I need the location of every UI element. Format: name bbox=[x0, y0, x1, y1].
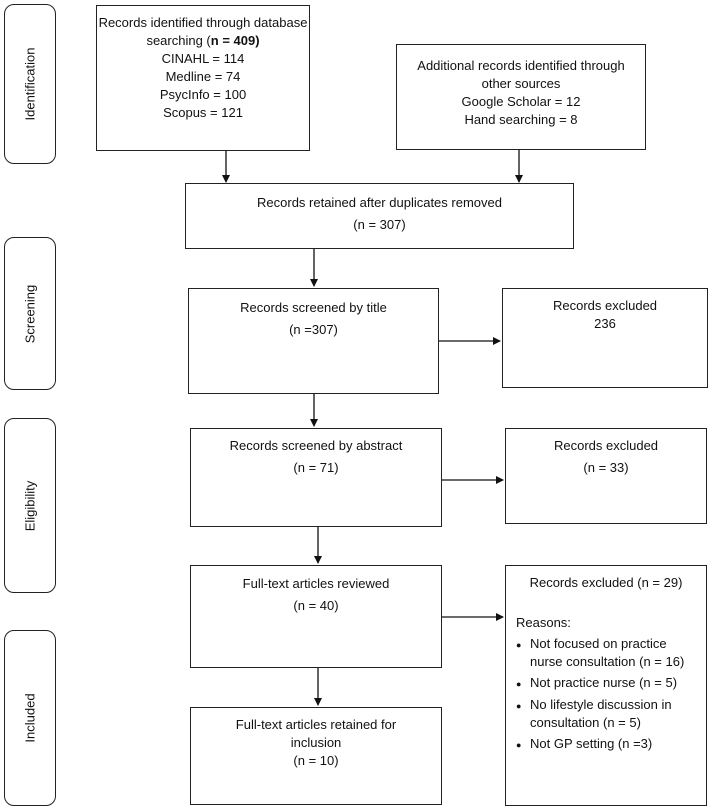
box-other-sources: Additional records identified through ot… bbox=[396, 44, 646, 150]
excluded-fulltext-label: Records excluded (n = 29) bbox=[529, 575, 683, 590]
box-screened-abstract: Records screened by abstract (n = 71) bbox=[190, 428, 442, 527]
excluded-title-label: Records excluded bbox=[552, 298, 658, 313]
screened-title-count: (n =307) bbox=[289, 322, 338, 337]
reason-item: Not GP setting (n =3) bbox=[516, 735, 706, 754]
screened-abstract-label: Records screened by abstract bbox=[229, 438, 403, 453]
source-hand-searching: Hand searching = 8 bbox=[464, 112, 578, 127]
excluded-abstract-label: Records excluded bbox=[553, 438, 659, 453]
source-psycinfo: PsycInfo = 100 bbox=[159, 87, 247, 102]
stage-identification: Identification bbox=[4, 4, 56, 164]
bullet-icon bbox=[516, 635, 530, 671]
other-sources-line2: other sources bbox=[481, 76, 561, 91]
fulltext-reviewed-count: (n = 40) bbox=[293, 598, 339, 613]
duplicates-title: Records retained after duplicates remove… bbox=[257, 195, 502, 210]
bullet-icon bbox=[516, 696, 530, 732]
database-records-line1: Records identified through database bbox=[98, 15, 308, 30]
bullet-icon bbox=[516, 735, 530, 754]
box-duplicates-removed: Records retained after duplicates remove… bbox=[185, 183, 574, 249]
box-database-records: Records identified through database sear… bbox=[96, 5, 310, 151]
box-excluded-fulltext: Records excluded (n = 29) Reasons: Not f… bbox=[505, 565, 707, 806]
reason-item: Not practice nurse (n = 5) bbox=[516, 674, 706, 693]
reason-item: Not focused on practice nurse consultati… bbox=[516, 635, 706, 671]
fulltext-reviewed-label: Full-text articles reviewed bbox=[242, 576, 390, 591]
bullet-icon bbox=[516, 674, 530, 693]
stage-included: Included bbox=[4, 630, 56, 806]
box-excluded-title: Records excluded 236 bbox=[502, 288, 708, 388]
duplicates-count: (n = 307) bbox=[353, 217, 406, 232]
source-google-scholar: Google Scholar = 12 bbox=[461, 94, 581, 109]
reasons-label: Reasons: bbox=[516, 615, 571, 630]
included-line2: inclusion bbox=[290, 735, 342, 750]
stage-screening: Screening bbox=[4, 237, 56, 390]
box-excluded-abstract: Records excluded (n = 33) bbox=[505, 428, 707, 524]
reason-item: No lifestyle discussion in consultation … bbox=[516, 696, 706, 732]
source-scopus: Scopus = 121 bbox=[163, 105, 243, 120]
stage-eligibility: Eligibility bbox=[4, 418, 56, 593]
box-fulltext-reviewed: Full-text articles reviewed (n = 40) bbox=[190, 565, 442, 668]
screened-title-label: Records screened by title bbox=[240, 300, 387, 315]
box-included: Full-text articles retained for inclusio… bbox=[190, 707, 442, 805]
database-records-line2: searching (n = 409) bbox=[146, 33, 260, 48]
source-medline: Medline = 74 bbox=[165, 69, 241, 84]
excluded-title-count: 236 bbox=[594, 316, 616, 331]
source-cinahl: CINAHL = 114 bbox=[161, 51, 245, 66]
box-screened-title: Records screened by title (n =307) bbox=[188, 288, 439, 394]
screened-abstract-count: (n = 71) bbox=[293, 460, 339, 475]
excluded-abstract-count: (n = 33) bbox=[583, 460, 629, 475]
included-count: (n = 10) bbox=[293, 753, 339, 768]
included-line1: Full-text articles retained for bbox=[235, 717, 397, 732]
other-sources-line1: Additional records identified through bbox=[417, 58, 625, 73]
